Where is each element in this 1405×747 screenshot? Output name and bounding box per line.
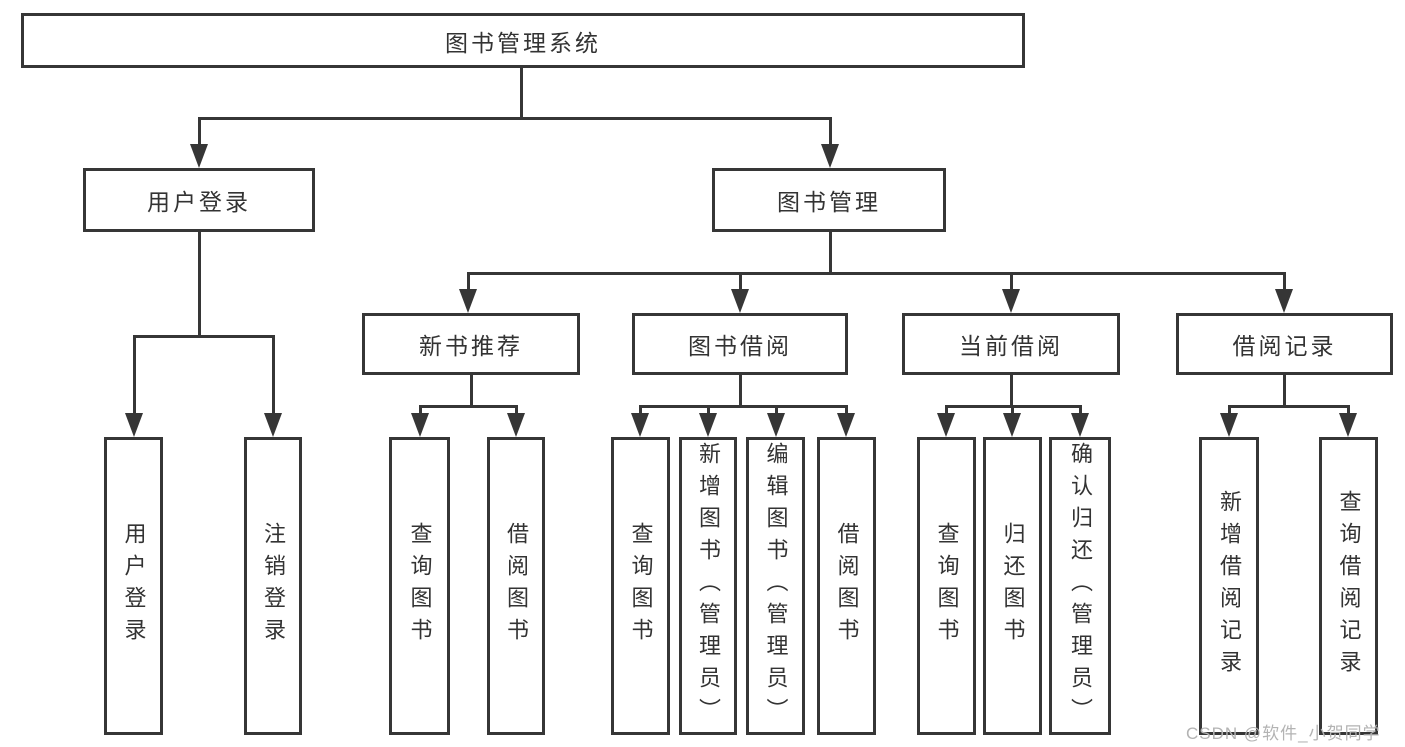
leaf-return-books-label: 归还图书 bbox=[1000, 522, 1026, 650]
connector-drop-m0c1 bbox=[515, 405, 518, 417]
connector-drop-m3c1 bbox=[1347, 405, 1350, 417]
leaf-logout: 注销登录 bbox=[244, 437, 302, 735]
leaf-query-books-2: 查询图书 bbox=[611, 437, 670, 735]
connector-drop-book-management bbox=[829, 117, 832, 148]
node-borrow-records: 借阅记录 bbox=[1176, 313, 1393, 375]
leaf-user-login: 用户登录 bbox=[104, 437, 163, 735]
arrowhead-book-borrow bbox=[731, 289, 749, 313]
connector-drop-login bbox=[133, 335, 136, 416]
connector-borrow-records-horizontal bbox=[1228, 405, 1349, 408]
arrowhead-logout bbox=[264, 413, 282, 437]
leaf-borrow-books-1-label: 借阅图书 bbox=[504, 522, 529, 650]
csdn-watermark: CSDN @软件_小贺同学 bbox=[1186, 724, 1381, 743]
leaf-return-books: 归还图书 bbox=[983, 437, 1042, 735]
connector-drop-m3c0 bbox=[1228, 405, 1231, 417]
arrowhead-current-borrow bbox=[1002, 289, 1020, 313]
connector-drop-m1c2 bbox=[775, 405, 778, 417]
connector-current-borrow-trunk bbox=[1010, 375, 1013, 407]
leaf-query-books-3-label: 查询图书 bbox=[934, 522, 960, 650]
arrowhead-m2c0 bbox=[937, 413, 955, 437]
node-book-management: 图书管理 bbox=[712, 168, 946, 232]
leaf-user-login-label: 用户登录 bbox=[121, 522, 147, 650]
arrowhead-book-management bbox=[821, 144, 839, 168]
node-borrow-records-label: 借阅记录 bbox=[1232, 333, 1337, 359]
node-user-login: 用户登录 bbox=[83, 168, 315, 232]
connector-drop-book-borrow bbox=[739, 272, 742, 292]
node-root: 图书管理系统 bbox=[21, 13, 1025, 68]
arrowhead-m3c0 bbox=[1220, 413, 1238, 437]
connector-level2-horizontal bbox=[467, 272, 1284, 275]
leaf-add-books-admin: 新增图书（管理员） bbox=[679, 437, 737, 735]
connector-drop-current-borrow bbox=[1010, 272, 1013, 292]
leaf-add-books-admin-label: 新增图书（管理员） bbox=[696, 442, 721, 730]
connector-drop-new-books bbox=[467, 272, 470, 292]
connector-drop-user-login bbox=[198, 117, 201, 148]
node-user-login-label: 用户登录 bbox=[147, 189, 251, 215]
node-book-borrow: 图书借阅 bbox=[632, 313, 848, 375]
leaf-add-borrow-record: 新增借阅记录 bbox=[1199, 437, 1259, 735]
connector-drop-m1c0 bbox=[639, 405, 642, 417]
connector-root-trunk bbox=[520, 68, 523, 118]
connector-drop-logout bbox=[272, 335, 275, 416]
leaf-add-borrow-record-label: 新增借阅记录 bbox=[1217, 490, 1242, 682]
arrowhead-m2c1 bbox=[1003, 413, 1021, 437]
connector-user-login-horizontal bbox=[133, 335, 275, 338]
arrowhead-m3c1 bbox=[1339, 413, 1357, 437]
connector-drop-m0c0 bbox=[419, 405, 422, 417]
arrowhead-borrow-records bbox=[1275, 289, 1293, 313]
connector-book-borrow-trunk bbox=[739, 375, 742, 407]
leaf-confirm-return-admin-label: 确认归还（管理员） bbox=[1068, 442, 1093, 730]
arrowhead-m1c3 bbox=[837, 413, 855, 437]
leaf-edit-books-admin-label: 编辑图书（管理员） bbox=[763, 442, 789, 730]
leaf-borrow-books-2-label: 借阅图书 bbox=[834, 522, 860, 650]
leaf-borrow-books-2: 借阅图书 bbox=[817, 437, 876, 735]
arrowhead-m0c0 bbox=[411, 413, 429, 437]
node-root-label: 图书管理系统 bbox=[445, 29, 601, 56]
connector-drop-m2c0 bbox=[945, 405, 948, 417]
connector-new-books-horizontal bbox=[419, 405, 518, 408]
leaf-borrow-books-1: 借阅图书 bbox=[487, 437, 545, 735]
leaf-confirm-return-admin: 确认归还（管理员） bbox=[1049, 437, 1111, 735]
leaf-query-borrow-record: 查询借阅记录 bbox=[1319, 437, 1378, 735]
leaf-query-books-3: 查询图书 bbox=[917, 437, 976, 735]
connector-new-books-trunk bbox=[470, 375, 473, 407]
arrowhead-user-login bbox=[190, 144, 208, 168]
connector-user-login-trunk bbox=[198, 232, 201, 338]
arrowhead-m2c2 bbox=[1071, 413, 1089, 437]
leaf-query-books-1: 查询图书 bbox=[389, 437, 450, 735]
node-current-borrow-label: 当前借阅 bbox=[959, 333, 1063, 359]
leaf-logout-label: 注销登录 bbox=[261, 522, 286, 650]
connector-drop-m2c1 bbox=[1011, 405, 1014, 417]
connector-drop-m1c1 bbox=[707, 405, 710, 417]
connector-drop-borrow-records bbox=[1283, 272, 1286, 292]
leaf-query-books-2-label: 查询图书 bbox=[628, 522, 654, 650]
leaf-query-borrow-record-label: 查询借阅记录 bbox=[1336, 490, 1362, 682]
arrowhead-m1c1 bbox=[699, 413, 717, 437]
connector-borrow-records-trunk bbox=[1283, 375, 1286, 407]
node-book-borrow-label: 图书借阅 bbox=[688, 333, 792, 359]
leaf-query-books-1-label: 查询图书 bbox=[407, 522, 433, 650]
arrowhead-m0c1 bbox=[507, 413, 525, 437]
connector-drop-m1c3 bbox=[845, 405, 848, 417]
arrowhead-login bbox=[125, 413, 143, 437]
node-book-management-label: 图书管理 bbox=[777, 189, 881, 215]
arrowhead-m1c0 bbox=[631, 413, 649, 437]
leaf-edit-books-admin: 编辑图书（管理员） bbox=[746, 437, 805, 735]
arrowhead-new-books bbox=[459, 289, 477, 313]
connector-level1-horizontal bbox=[198, 117, 832, 120]
connector-book-management-trunk bbox=[829, 232, 832, 275]
connector-book-borrow-horizontal bbox=[639, 405, 848, 408]
connector-drop-m2c2 bbox=[1079, 405, 1082, 417]
node-current-borrow: 当前借阅 bbox=[902, 313, 1120, 375]
node-new-books-label: 新书推荐 bbox=[419, 333, 523, 359]
arrowhead-m1c2 bbox=[767, 413, 785, 437]
node-new-books: 新书推荐 bbox=[362, 313, 580, 375]
